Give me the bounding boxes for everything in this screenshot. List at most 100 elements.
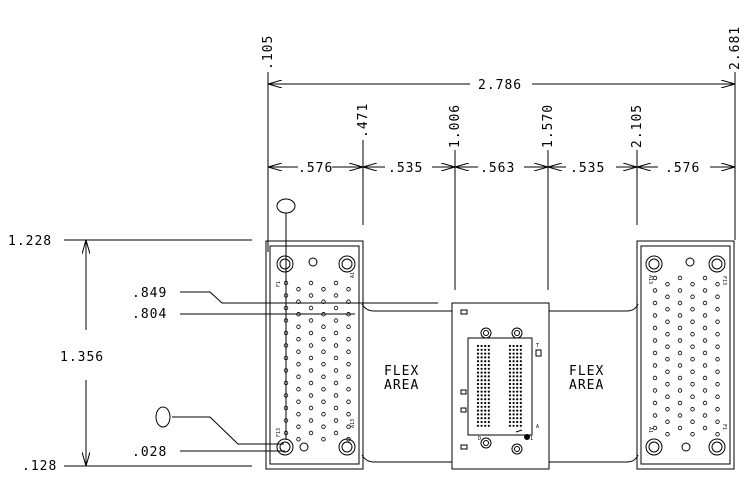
pin-icon <box>346 299 351 304</box>
pin-icon <box>512 382 515 386</box>
pin-icon <box>715 419 720 424</box>
pin-icon <box>690 344 695 349</box>
pin-icon <box>308 430 314 436</box>
pin-icon <box>665 344 670 349</box>
seg-4: .535 <box>570 161 605 176</box>
pin-icon <box>516 356 519 359</box>
pin-icon <box>283 330 289 336</box>
pin-icon <box>476 394 480 397</box>
pin-icon <box>512 379 515 382</box>
pin-icon <box>296 412 301 417</box>
pin-icon <box>519 371 522 374</box>
pin-icon <box>480 390 483 393</box>
pin-icon <box>508 382 512 386</box>
pin-icon <box>519 417 522 420</box>
pin-icon <box>480 371 483 374</box>
pin-icon <box>476 367 480 370</box>
pin-icon <box>665 407 670 412</box>
pin-icon <box>690 332 695 337</box>
pin-icon <box>476 398 480 401</box>
pin-icon <box>519 344 522 348</box>
pin-icon <box>321 412 326 417</box>
pin-icon <box>665 419 670 424</box>
pin-label-right-a13: A13 <box>647 275 653 284</box>
pin-icon <box>690 394 695 399</box>
pin-icon <box>715 357 720 362</box>
pin-icon <box>333 355 339 361</box>
pin-icon <box>512 424 515 427</box>
pin-icon <box>508 409 512 412</box>
seg-1: .576 <box>298 161 333 176</box>
pin-icon <box>487 360 490 363</box>
pin-icon <box>516 344 519 348</box>
dim-1228: 1.228 <box>8 234 52 249</box>
pin-icon <box>476 413 480 416</box>
pin-label-a13: A13 <box>350 419 356 428</box>
alignment-hole-icon <box>308 257 318 267</box>
pin-icon <box>516 352 519 355</box>
pin-label-a: A <box>536 424 539 430</box>
pin-icon <box>512 356 515 359</box>
pin-icon <box>519 379 522 382</box>
pin-icon <box>484 348 487 351</box>
pin-icon <box>677 425 683 431</box>
pin-icon <box>652 413 658 418</box>
pin-icon <box>480 405 483 408</box>
pin-icon <box>346 324 351 329</box>
pin-icon <box>476 386 480 389</box>
pin-icon <box>487 367 490 370</box>
pin-icon <box>508 401 512 405</box>
pin-icon <box>308 293 314 298</box>
pin-icon <box>512 417 515 420</box>
right-board-outer <box>636 240 735 470</box>
pin-icon <box>346 349 351 354</box>
pin-icon <box>516 417 519 420</box>
pin-icon <box>480 356 483 359</box>
pin-icon <box>480 398 483 401</box>
pin-icon <box>508 424 512 427</box>
pin-icon <box>487 401 490 405</box>
pin-icon <box>715 394 720 399</box>
pin-icon <box>512 352 515 355</box>
pin-icon <box>508 417 512 420</box>
pin-icon <box>333 293 339 298</box>
mount-hole-icon <box>338 438 356 456</box>
pin-icon <box>652 388 658 393</box>
dim-1570: 1.570 <box>541 104 556 148</box>
datum-ellipse-bottom <box>155 406 171 428</box>
pin-icon <box>480 420 483 424</box>
pin-icon <box>480 379 483 382</box>
pin-icon <box>665 332 670 337</box>
pin-icon <box>652 363 658 368</box>
pin-icon <box>508 394 512 397</box>
center-connector-board <box>451 302 550 470</box>
pin-icon <box>476 390 480 393</box>
pin-icon <box>715 319 720 324</box>
pin-icon <box>321 287 326 292</box>
pin-icon <box>476 375 480 378</box>
pin-icon <box>296 437 301 442</box>
pin-icon <box>487 405 490 408</box>
pin-icon <box>702 375 708 381</box>
pin-icon <box>690 294 695 299</box>
pin-icon <box>690 319 695 324</box>
pin-icon <box>702 425 708 431</box>
pin-icon <box>484 352 487 355</box>
pin-icon <box>283 343 289 348</box>
pin-icon <box>677 375 683 381</box>
pin-icon <box>296 387 301 392</box>
pin-icon <box>476 401 480 405</box>
pin-icon <box>480 382 483 386</box>
pin-icon <box>519 409 522 412</box>
pin-icon <box>508 352 512 355</box>
pin-icon <box>308 380 314 386</box>
pin-icon <box>296 287 301 292</box>
pin-icon <box>283 318 289 323</box>
pin-icon <box>512 401 515 405</box>
pin-icon <box>484 413 487 416</box>
pin-icon <box>715 407 720 412</box>
pin-icon <box>484 379 487 382</box>
pin-icon <box>308 393 314 398</box>
pin-icon <box>283 430 289 436</box>
pin-icon <box>296 324 301 329</box>
